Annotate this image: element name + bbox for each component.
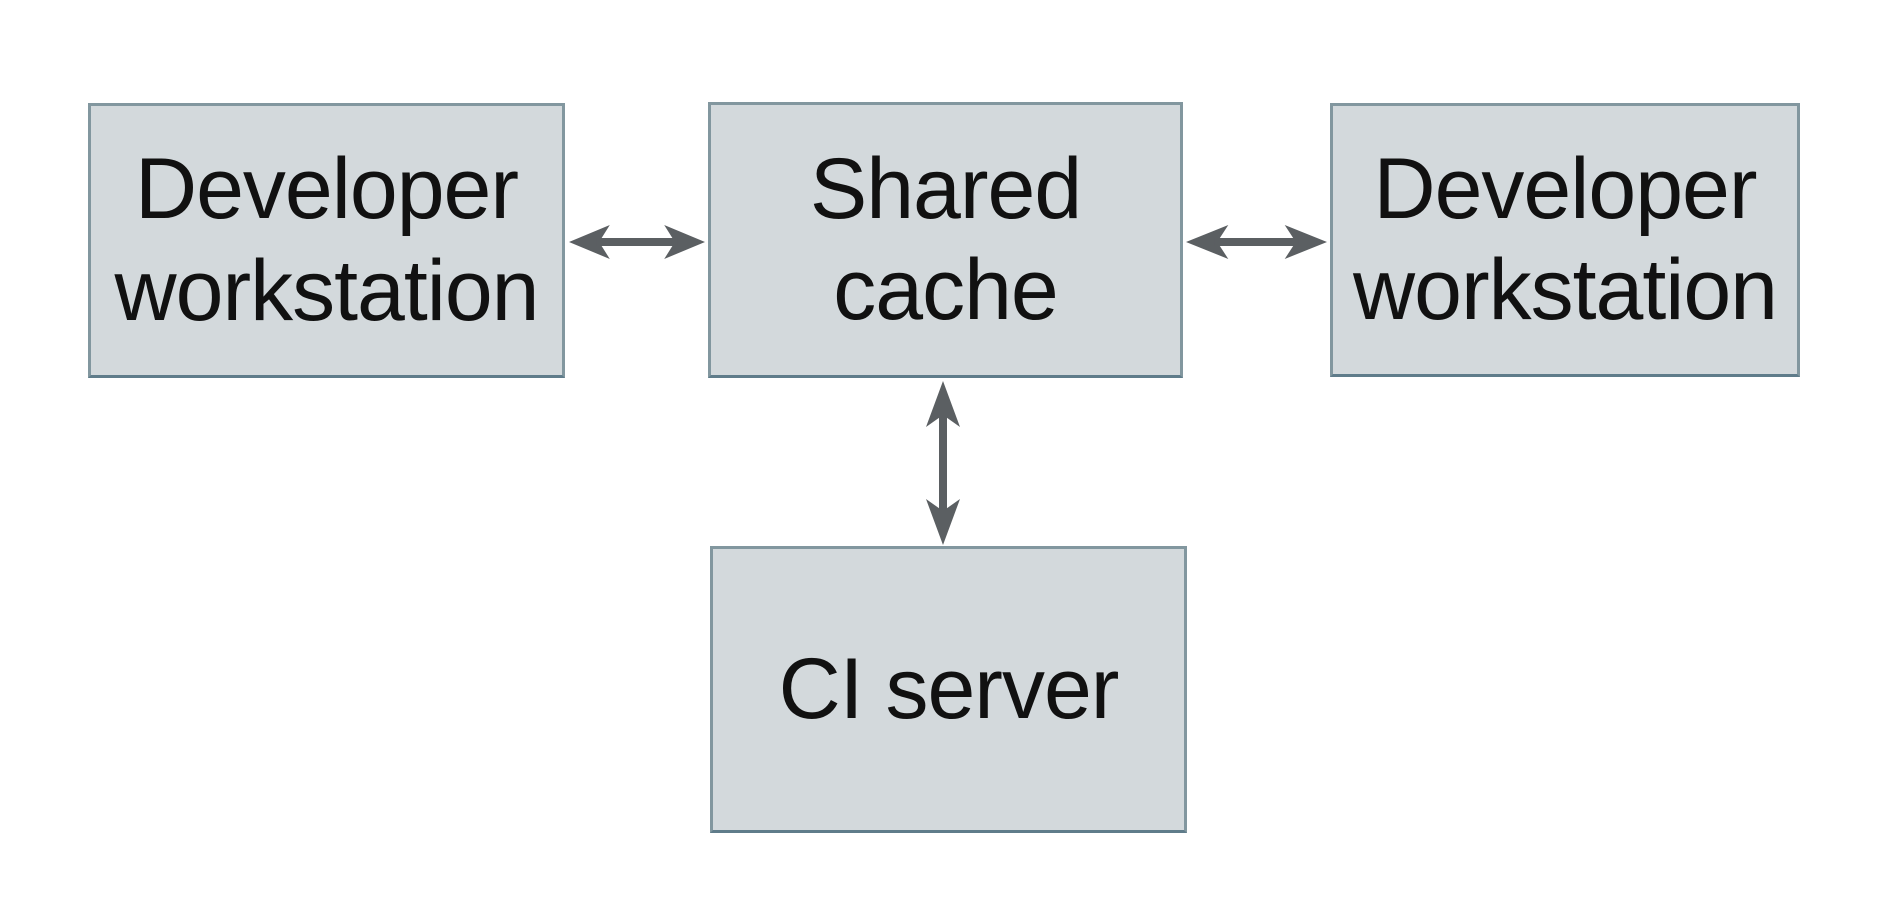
node-developer-workstation-right: Developer workstation <box>1330 103 1800 377</box>
node-label-line: workstation <box>114 242 540 339</box>
node-label-line: Developer <box>135 141 519 238</box>
node-ci-server: CI server <box>710 546 1187 833</box>
node-developer-workstation-left: Developer workstation <box>88 103 565 378</box>
double-arrow-vertical-icon <box>926 381 960 545</box>
node-label-line: cache <box>833 242 1058 338</box>
node-label-line: CI server <box>778 640 1120 737</box>
node-label-line: Shared <box>809 140 1082 237</box>
node-label-line: workstation <box>1353 242 1778 338</box>
node-label-line: Developer <box>1373 140 1758 237</box>
node-shared-cache: Shared cache <box>708 102 1183 378</box>
bidirectional-arrow-left-workstation-shared-cache <box>569 220 705 264</box>
bidirectional-arrow-shared-cache-ci-server <box>921 381 965 545</box>
double-arrow-horizontal-icon <box>1186 225 1327 259</box>
bidirectional-arrow-shared-cache-right-workstation <box>1186 220 1327 264</box>
double-arrow-horizontal-icon <box>569 225 705 259</box>
